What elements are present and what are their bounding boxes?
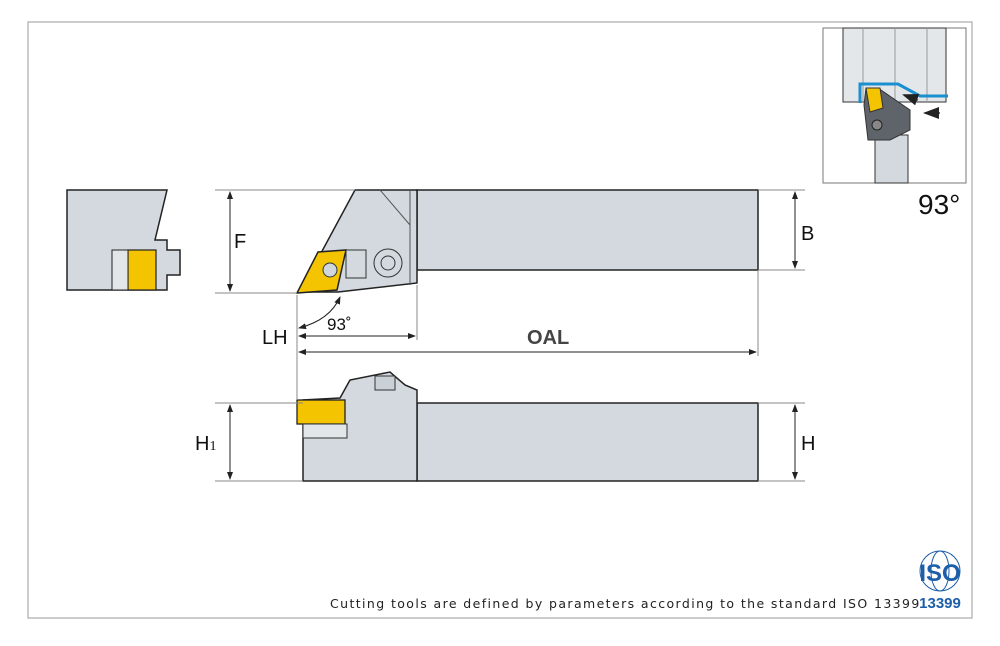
iso-13399-logo: ISO 13399: [919, 550, 961, 612]
dim-label-h: H: [801, 433, 815, 455]
head-side: [302, 371, 418, 482]
dim-label-f: F: [234, 231, 246, 253]
insert-side: [296, 399, 346, 425]
dim-label-b: B: [801, 223, 814, 245]
shank-side: [416, 402, 759, 482]
end-view: [66, 189, 181, 291]
diagram-frame: [27, 21, 973, 619]
side-view: [296, 371, 759, 482]
top-view: [295, 189, 759, 294]
footer-standard-note: Cutting tools are defined by parameters …: [330, 596, 921, 611]
approach-angle-inset: [822, 27, 967, 184]
dim-label-lh: LH: [262, 327, 288, 349]
shank-top: [416, 189, 759, 271]
angle-label-inset: 93°: [918, 189, 960, 220]
dimension-lines: [215, 189, 805, 482]
iso-logo-text: ISO: [919, 560, 960, 587]
angle-label-top-view: 93˚: [327, 315, 352, 334]
dim-label-oal: OAL: [527, 327, 569, 349]
dim-label-h1: H1: [195, 433, 216, 455]
iso-logo-number: 13399: [919, 595, 961, 612]
insert-end-view: [127, 249, 157, 291]
